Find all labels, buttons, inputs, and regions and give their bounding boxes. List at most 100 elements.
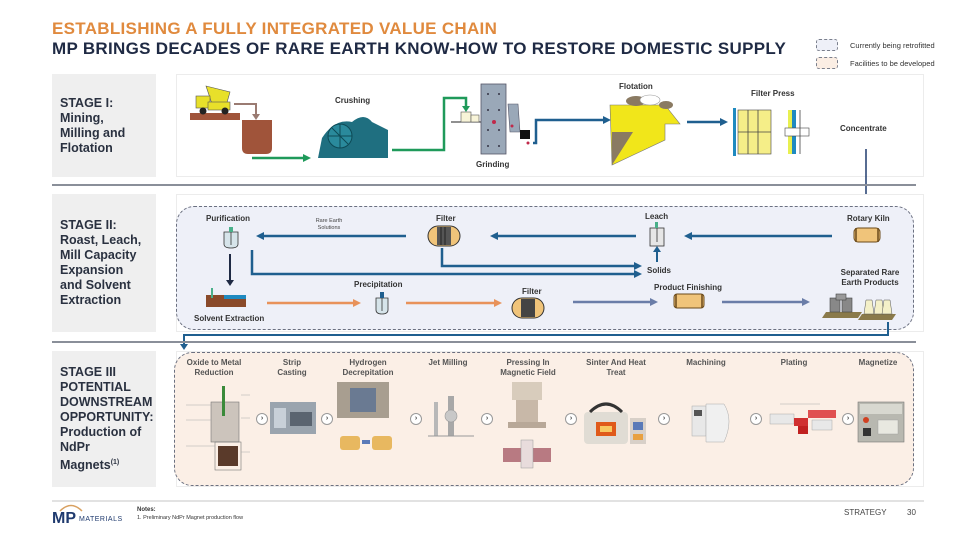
stage-divider bbox=[52, 341, 916, 343]
filter-icon bbox=[511, 297, 545, 319]
hopper-icon bbox=[242, 120, 272, 154]
step-machining: Machining bbox=[676, 358, 736, 368]
note-1: 1. Preliminary NdPr Magnet production fl… bbox=[137, 515, 244, 521]
notes-heading: Notes: bbox=[137, 507, 156, 513]
legend-label: Currently being retrofitted bbox=[850, 40, 935, 50]
label-grinding: Grinding bbox=[476, 160, 510, 169]
stage-3-label-line: STAGE III bbox=[60, 364, 117, 379]
legend-swatch-peach bbox=[816, 57, 838, 69]
jet-mill-photo bbox=[428, 396, 474, 437]
label-rare-earth-solutions: Rare Earth Solutions bbox=[315, 218, 343, 231]
step-label: Oxide to Metal bbox=[186, 358, 242, 367]
title-line-2: MP BRINGS DECADES OF RARE EARTH KNOW-HOW… bbox=[52, 39, 787, 58]
step-label: Decrepitation bbox=[342, 368, 394, 377]
machining-center-photo bbox=[691, 403, 730, 443]
purification-tank-icon bbox=[223, 227, 239, 249]
filter-press-icon bbox=[733, 108, 810, 156]
page-number: 30 bbox=[907, 508, 916, 517]
chevron-right-icon: › bbox=[750, 413, 762, 425]
stage-3-label-line: DOWNSTREAM bbox=[60, 394, 153, 409]
solvent-extraction-icon bbox=[206, 288, 246, 307]
label-rotary-kiln: Rotary Kiln bbox=[847, 214, 890, 223]
stage-2-label-line: Roast, Leach, bbox=[60, 233, 142, 247]
rotary-kiln-icon bbox=[853, 227, 881, 243]
footnote-marker: (1) bbox=[110, 458, 120, 466]
flow-arrow bbox=[440, 248, 636, 268]
step-plating: Plating bbox=[766, 358, 822, 368]
chevron-right-icon: › bbox=[410, 413, 422, 425]
step-label: Hydrogen bbox=[349, 358, 387, 367]
label-solvent-extraction: Solvent Extraction bbox=[194, 314, 265, 323]
hydrogen-decrepitation-photo bbox=[337, 382, 392, 450]
section-label: STRATEGY bbox=[844, 508, 887, 517]
label-precipitation: Precipitation bbox=[354, 280, 403, 289]
flow-arrow bbox=[250, 250, 636, 276]
step-label: Pressing In bbox=[506, 358, 550, 367]
stage-3-label-line: Magnets bbox=[60, 458, 111, 473]
logo-arc-icon bbox=[59, 504, 83, 512]
plating-line-diagram bbox=[769, 403, 836, 434]
stage-2-label: STAGE II: Roast, Leach, Mill Capacity Ex… bbox=[52, 194, 156, 332]
flow-arrow-to-stage-3 bbox=[183, 322, 889, 346]
logo-mp: MP bbox=[52, 510, 76, 527]
step-label: Reduction bbox=[194, 368, 234, 377]
dump-truck-icon bbox=[190, 85, 240, 120]
stage-1-label-line: Mining, bbox=[60, 110, 104, 125]
stage-1-label-line: Milling and bbox=[60, 125, 126, 140]
stage-1-label: STAGE I: Mining, Milling and Flotation bbox=[52, 74, 156, 177]
chevron-right-icon: › bbox=[842, 413, 854, 425]
label-purification: Purification bbox=[206, 214, 251, 223]
step-label: Strip bbox=[282, 358, 302, 367]
magnetizer-photo bbox=[857, 401, 905, 443]
label-concentrate: Concentrate bbox=[840, 124, 887, 133]
step-label: Casting bbox=[277, 368, 307, 377]
stage-3-label-line: Production of bbox=[60, 424, 142, 439]
precipitation-tank-icon bbox=[375, 292, 389, 315]
stage-1-label-line: STAGE I: bbox=[60, 95, 114, 110]
step-label: Magnetize bbox=[858, 358, 898, 367]
step-label: Machining bbox=[686, 358, 726, 367]
label-product-finishing: Product Finishing bbox=[654, 283, 722, 292]
footer-divider bbox=[52, 500, 924, 502]
step-label: Sinter And Heat bbox=[586, 358, 646, 367]
stage-2-label-line: and Solvent bbox=[60, 278, 131, 292]
chevron-right-icon: › bbox=[658, 413, 670, 425]
flow-arrow bbox=[533, 118, 605, 145]
title-line-1: ESTABLISHING A FULLY INTEGRATED VALUE CH… bbox=[52, 19, 498, 38]
stage-3-label-line: OPPORTUNITY: bbox=[60, 409, 154, 424]
stage-2-label-line: Expansion bbox=[60, 263, 124, 277]
step-label: Magnetic Field bbox=[500, 368, 556, 377]
step-label: Jet Milling bbox=[428, 358, 468, 367]
label-flotation: Flotation bbox=[619, 82, 653, 91]
label-crushing: Crushing bbox=[335, 96, 371, 105]
product-finishing-icon bbox=[673, 293, 705, 309]
label-filter-top: Filter bbox=[436, 214, 456, 223]
stage-1-panel bbox=[176, 74, 924, 177]
chevron-right-icon: › bbox=[565, 413, 577, 425]
reduction-cell-illustration bbox=[186, 386, 250, 471]
sinter-furnace-photo bbox=[584, 402, 646, 444]
chute-arrow bbox=[234, 103, 257, 116]
logo-materials: MATERIALS bbox=[79, 516, 123, 523]
label-filter-bottom: Filter bbox=[522, 287, 542, 296]
chevron-right-icon: › bbox=[321, 413, 333, 425]
legend: Currently being retrofitted Facilities t… bbox=[816, 36, 935, 72]
legend-label: Facilities to be developed bbox=[850, 58, 935, 68]
flow-arrow bbox=[392, 96, 468, 152]
label-solids: Solids bbox=[647, 266, 672, 275]
legend-swatch-blue bbox=[816, 39, 838, 51]
legend-item-to-develop: Facilities to be developed bbox=[816, 54, 935, 72]
step-magnetize: Magnetize bbox=[848, 358, 908, 368]
stage-2-label-line: STAGE II: bbox=[60, 218, 117, 232]
flotation-cell-icon bbox=[609, 94, 681, 166]
strip-casting-photo bbox=[270, 402, 316, 434]
stage-3-label: STAGE III POTENTIAL DOWNSTREAM OPPORTUNI… bbox=[52, 351, 156, 487]
stage-1-label-line: Flotation bbox=[60, 140, 113, 155]
step-jet-milling: Jet Milling bbox=[418, 358, 478, 368]
